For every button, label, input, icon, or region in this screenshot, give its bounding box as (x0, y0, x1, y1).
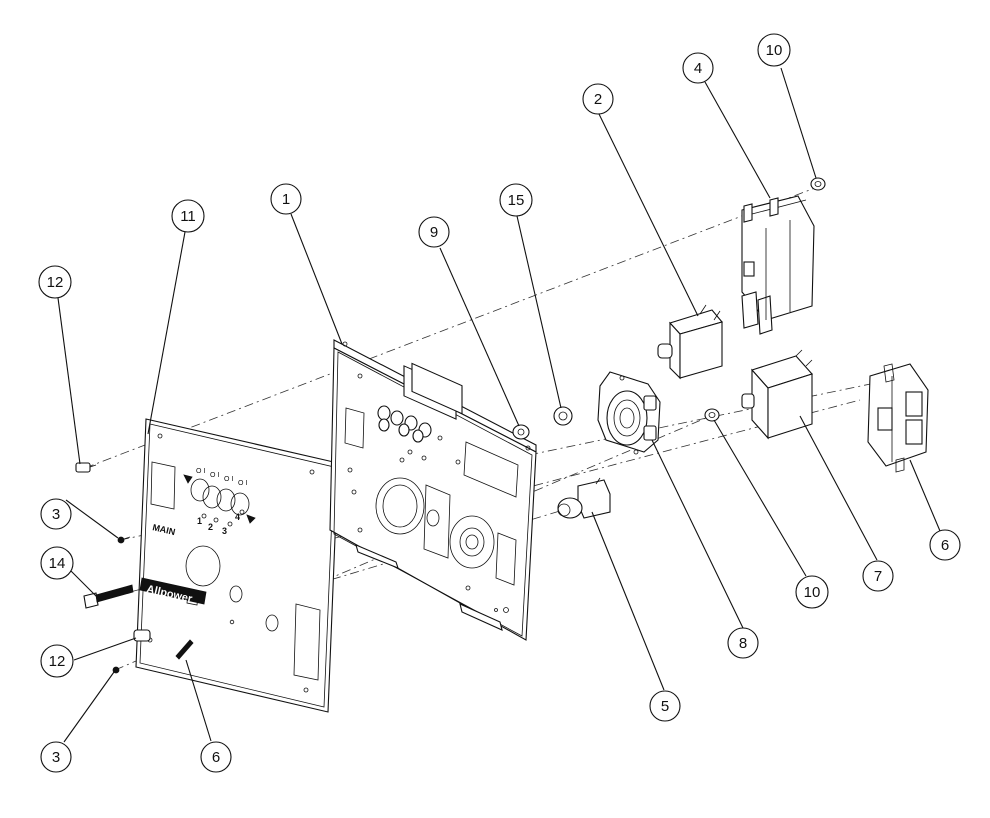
callout-3-lower-label: 3 (52, 749, 60, 766)
callout-14: 14 (40, 546, 74, 580)
callout-9-label: 9 (430, 224, 438, 241)
indicator-label-3: 3 (222, 526, 227, 536)
callout-8-label: 8 (739, 635, 747, 652)
bolt-14 (83, 584, 134, 609)
callout-11: 11 (171, 199, 205, 233)
pin-6 (175, 639, 194, 660)
svg-text:O I: O I (238, 480, 247, 487)
mounting-panel (329, 339, 537, 641)
nut-15 (553, 406, 573, 426)
svg-text:O I: O I (196, 468, 205, 475)
screw-12-top (75, 462, 97, 473)
nut-10-small (704, 408, 720, 422)
callout-7-label: 7 (874, 568, 882, 585)
callout-5: 5 (649, 690, 681, 722)
breaker-7 (741, 349, 813, 440)
callout-12-lower-label: 12 (49, 653, 66, 670)
callout-2: 2 (582, 83, 614, 115)
callout-10-lower: 10 (795, 575, 829, 609)
svg-text:O I: O I (210, 472, 219, 479)
callout-8: 8 (727, 627, 759, 659)
callout-6-lower: 6 (200, 741, 232, 773)
screw-3-lower (112, 666, 120, 674)
callout-15: 15 (499, 183, 533, 217)
callout-5-label: 5 (661, 698, 669, 715)
callout-14-label: 14 (49, 555, 66, 572)
nut-9 (512, 424, 530, 440)
callout-3-lower: 3 (40, 741, 72, 773)
callout-10-top-label: 10 (766, 42, 783, 59)
callout-10-lower-label: 10 (804, 584, 821, 601)
leader-lines (57, 67, 941, 743)
callout-12-top: 12 (38, 265, 72, 299)
circuit-breaker-2 (657, 304, 723, 380)
callout-6-lower-label: 6 (212, 749, 220, 766)
front-faceplate: O I O I O I O I 1 2 3 4 MAIN Allpower (135, 418, 339, 713)
callout-6-right: 6 (929, 529, 961, 561)
screw-3-upper (117, 536, 131, 544)
callout-10-top: 10 (757, 33, 791, 67)
callout-2-label: 2 (594, 91, 602, 108)
callout-6-right-label: 6 (941, 537, 949, 554)
callout-3-upper: 3 (40, 498, 72, 530)
breaker-4 (741, 195, 815, 335)
callout-12-top-label: 12 (47, 274, 64, 291)
panel-toggle-switches (377, 362, 463, 443)
callout-3-upper-label: 3 (52, 506, 60, 523)
callout-1: 1 (270, 183, 302, 215)
indicator-label-4: 4 (235, 512, 240, 522)
receptacle-8 (597, 371, 661, 455)
indicator-label-1: 1 (197, 516, 202, 526)
callout-4: 4 (682, 52, 714, 84)
svg-text:O I: O I (224, 476, 233, 483)
callout-15-label: 15 (508, 192, 525, 209)
indicator-label-2: 2 (208, 522, 213, 532)
callout-7: 7 (862, 560, 894, 592)
callout-1-label: 1 (282, 191, 290, 208)
callout-11-label: 11 (180, 208, 196, 225)
button-breaker-5 (557, 477, 611, 519)
screw-12-bottom (133, 629, 151, 642)
gfci-outlet-6 (867, 363, 929, 473)
callout-4-label: 4 (694, 60, 702, 77)
nut-10-top (810, 177, 826, 191)
callout-12-lower: 12 (40, 644, 74, 678)
callout-9: 9 (418, 216, 450, 248)
